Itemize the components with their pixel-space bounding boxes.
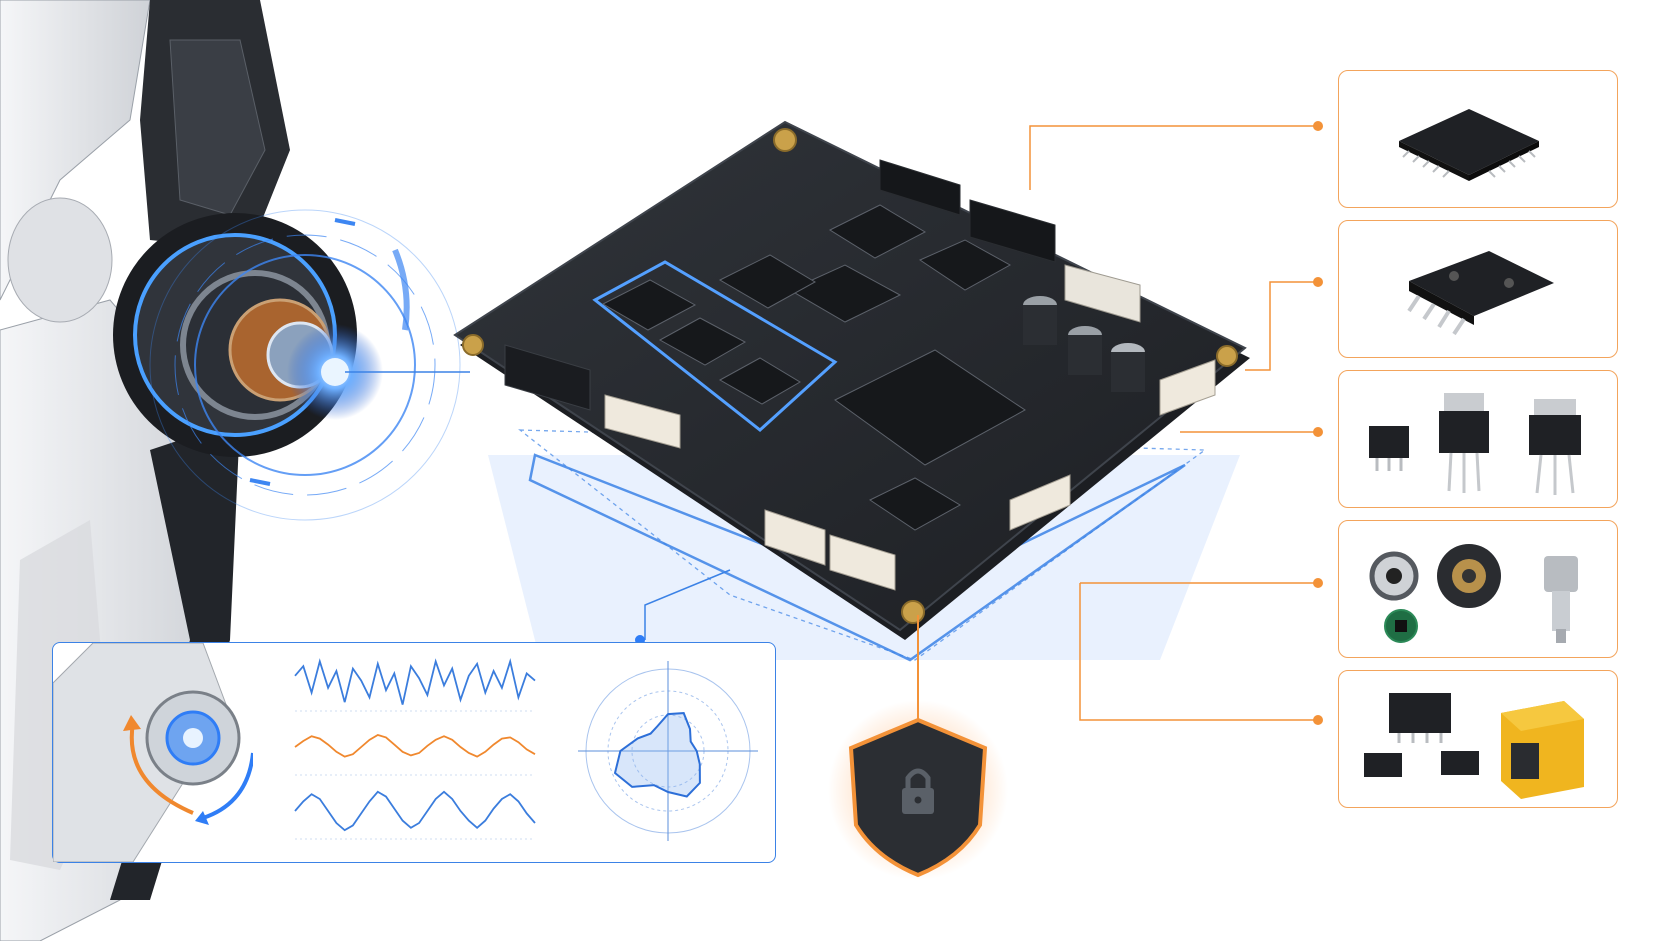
component-card-transistors [1338,370,1618,508]
connector-lines-components [1029,125,1318,721]
waveform-series-3 [294,790,536,832]
bearings-encoder-image [1369,544,1578,643]
hud-rings [149,209,461,521]
pcb-capacitors [1023,296,1145,392]
to220-transistors-image [1369,393,1581,495]
ic-and-relay-image [1364,693,1584,799]
actuator-motor [113,213,383,457]
component-card-relay [1338,670,1618,808]
component-card-bearings [1338,520,1618,658]
security-shield-icon [828,615,1008,880]
connector-line-inset [644,569,731,640]
waveform-series-1 [294,657,536,705]
robot-leg-illustration [0,0,461,941]
polar-series-curve [613,712,701,798]
waveform-series-2 [294,734,536,758]
telemetry-inset-panel [52,642,776,863]
qfp-chip-image [1399,109,1539,181]
pcb-connectors [504,159,1216,591]
inset-joint-illustration [53,643,253,862]
waveform-chart [294,657,536,840]
component-card-qfp [1338,70,1618,208]
power-mosfet-image [1407,251,1554,336]
component-card-mosfet [1338,220,1618,358]
polar-plot [578,661,758,841]
connector-dots [1313,121,1323,725]
pcb-chips [601,204,1026,531]
pcb-board [453,120,1250,662]
